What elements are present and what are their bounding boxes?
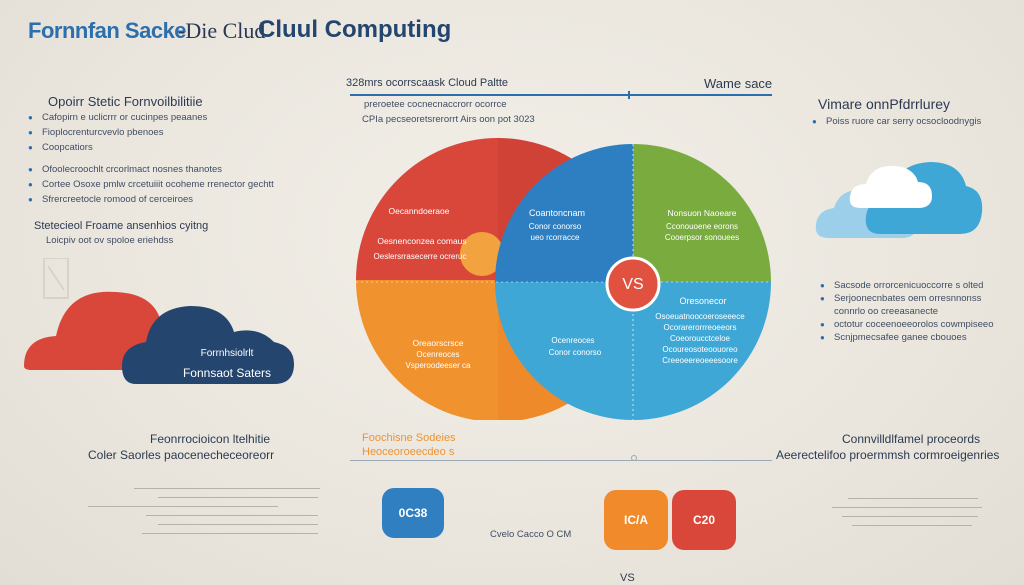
light-section-line4: Ocoureosoteoouoreo — [662, 345, 738, 354]
bullet-icon: ● — [28, 195, 33, 204]
divider — [142, 533, 318, 534]
left-cloud-line1: Forrnhsiolrlt — [200, 348, 254, 359]
divider — [158, 524, 318, 525]
bottom-right-line1: Connvilldlfamel proceords — [842, 432, 981, 446]
bottom-left-line2: Coler Saorles paocenecheceoreorr — [88, 448, 275, 462]
center-subtitle-1: preroetee cocnecnaccrorr ocorrce — [364, 99, 507, 110]
vs-label: VS — [622, 276, 644, 293]
bullet-icon: ● — [28, 165, 33, 174]
left-panel-subline: Loicpiv oot ov spoloe eriehdss — [46, 235, 174, 246]
bullet-icon: ● — [820, 294, 825, 303]
green-quadrant — [633, 144, 771, 282]
divider — [842, 516, 978, 517]
center-subtitle-2: CPIa pecseoretsrerorrt Airs oon pot 3023 — [362, 114, 535, 125]
blue-quadrant — [495, 144, 633, 282]
light-section-line5: Creeoeereoeeesoore — [662, 356, 738, 365]
list-item: ●Sacsode orrorcenicuoccorre s olted — [820, 280, 984, 291]
white-cloud-icon — [849, 165, 932, 208]
center-top-label: 328mrs ocorrscaask Cloud Paltte — [346, 77, 509, 89]
title-part-1: Fornnfan Sacke — [28, 18, 187, 43]
bottom-right-line2: Aeerectelifoo proermmsh cormroeigenries — [776, 448, 1000, 462]
list-item: ●Cafopirn e uclicrrr or cucinpes peaanes — [28, 112, 208, 123]
light-section-line2: Ocorarerorrreoeeors — [663, 323, 737, 332]
center-top-right-label: Wame sace — [704, 76, 773, 91]
divider — [852, 525, 972, 526]
bottom-vs-mark: VS — [620, 572, 635, 584]
bullet-icon: ● — [812, 117, 817, 126]
left-panel-heading: Opoirr Stetic Fornvoilbilitiie — [48, 94, 203, 109]
bullet-icon: ● — [820, 281, 825, 290]
list-item: connrlo oo creeasanecte — [834, 306, 939, 317]
tile-red: C20 — [672, 490, 736, 550]
small-orange-bubble — [460, 232, 504, 276]
red-section-line1: Oesnenconzea comaus — [377, 236, 467, 246]
bullet-icon: ● — [820, 333, 825, 342]
bullet-icon: ● — [28, 180, 33, 189]
tile-caption: Cvelo Cacco O CM — [490, 529, 572, 540]
list-item: ●Sfrercreetocle romood of cerceiroes — [28, 194, 194, 205]
list-item: ●Coopcatiors — [28, 142, 93, 153]
right-panel-heading: Vimare onnPfdrrlurey — [818, 96, 951, 112]
green-section-line2: Cooerpsor sonouees — [664, 233, 740, 242]
title-part-3: Cluul Computing — [258, 16, 452, 43]
bullet-icon: ● — [28, 113, 33, 122]
light-section-title: Oresonecor — [679, 296, 727, 306]
center-venn-diagram — [356, 138, 771, 420]
orange-section-line2: Vsperoodeeser ca — [405, 361, 471, 370]
vs-badge — [605, 256, 661, 312]
list-item: ●Cortee Osoxe pmlw crcetuiiit ocoheme rr… — [28, 179, 274, 190]
tile-blue: 0C38 — [382, 488, 444, 538]
divider — [832, 507, 982, 508]
right-cloud-illustration — [815, 162, 983, 238]
left-cloud-illustration — [24, 258, 294, 384]
list-item: ●Ofoolecroochlt crcorlmact nosnes thanot… — [28, 164, 223, 175]
right-panel-bullet: ●Poiss ruore car serry ocsocloodnygis — [812, 116, 982, 127]
right-bullet-list: ●Sacsode orrorcenicuoccorre s olted ●Ser… — [820, 280, 993, 345]
blue-section-line1: Conor conorso — [528, 222, 582, 231]
grey-tower-icon — [43, 258, 69, 299]
green-section-title: Nonsuon Naoeare — [667, 208, 737, 218]
left-bullet-list: ●Cafopirn e uclicrrr or cucinpes peaanes… — [28, 112, 274, 209]
list-item: ●Fioplocrenturcvevlo pbenoes — [28, 127, 164, 138]
orange-section-title: Oreaorscrsce — [412, 338, 464, 348]
bottom-right-lines — [832, 498, 982, 526]
bullet-icon: ● — [28, 143, 33, 152]
bullet-icon: ● — [28, 128, 33, 137]
tile-orange: IC/A — [604, 490, 668, 550]
divider — [146, 515, 318, 516]
navy-cloud-icon — [122, 306, 294, 384]
list-item: ●Scnjpmecsafee ganee cbouoes — [820, 332, 967, 343]
blue-section-line2: ueo rcorracce — [530, 233, 580, 242]
bottom-left-line1: Feonrrocioicon ltelhitie — [150, 432, 271, 446]
divider — [88, 506, 278, 507]
bottom-left-lines — [88, 488, 320, 534]
green-section-line1: Cconouoene eorons — [665, 222, 739, 231]
bottom-center-marker — [631, 455, 637, 461]
red-section-line2: Oeslersrrasecerre ocreruc — [373, 252, 467, 261]
blue-left-line1: Ocenreoces — [551, 336, 595, 345]
left-cloud-line2: Fonnsaot Saters — [182, 366, 272, 380]
orange-quadrant — [356, 280, 498, 420]
blue-left-line2: Conor conorso — [548, 348, 602, 357]
divider — [134, 488, 320, 489]
light-section-line1: Osoeuatnoocoeroseeece — [655, 312, 745, 321]
red-section-title: Oecanndoeraoe — [388, 206, 450, 216]
list-item: ●octotur coceenoeeorolos cowmpiseeo — [820, 319, 994, 330]
orange-section-line1: Ocenreoces — [416, 350, 460, 359]
bottom-center-line2: Heoceoroeecdeo s — [362, 446, 455, 458]
blue-section-title: Coantoncnam — [528, 208, 586, 218]
center-top-rule-marker — [628, 91, 630, 99]
bullet-icon: ● — [820, 320, 825, 329]
left-panel-subheading: Stetecieol Froame ansenhios cyitng — [34, 220, 209, 232]
divider — [158, 497, 318, 498]
bottom-center-line1: Foochisne Sodeies — [362, 432, 456, 444]
list-item: ●Serjoonecnbates oem orresnnonss — [820, 293, 982, 304]
divider — [848, 498, 978, 499]
center-top-rule — [350, 94, 772, 96]
bottom-center-rule — [350, 460, 772, 461]
title-part-2: -Die Clud — [178, 18, 266, 43]
light-section-line3: Coeoroucctceloe — [669, 334, 731, 343]
